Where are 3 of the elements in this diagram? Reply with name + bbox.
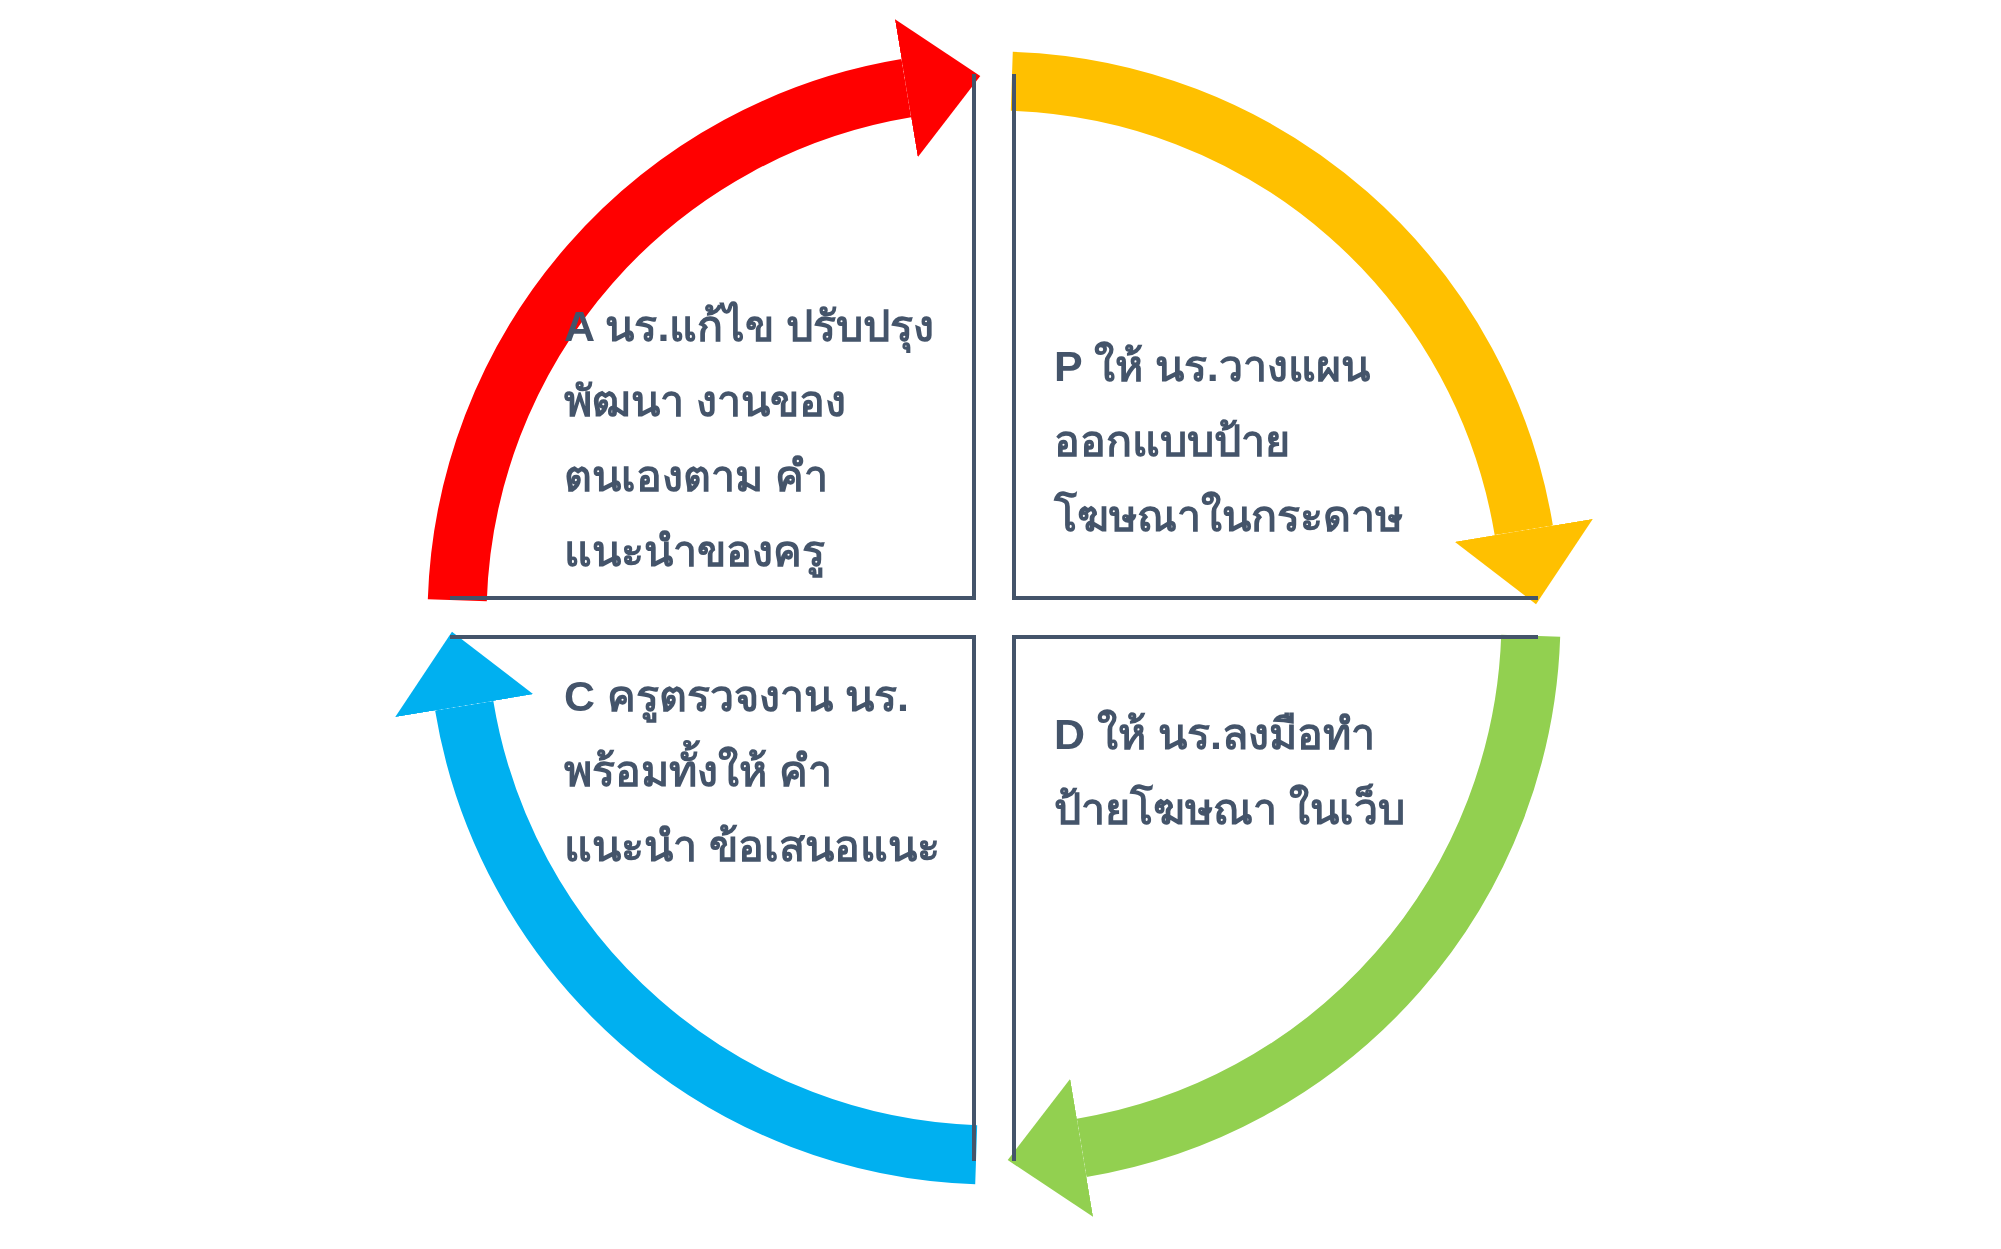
quadrant-text: P ให้ นร.วางแผน ออกแบบป้าย โฆษณาในกระดาษ [1054, 340, 1404, 542]
quadrant-text: C ครูตรวจงาน นร. พร้อมทั้งให้ คำแนะนำ ข้อเสนอแนะ [564, 671, 941, 872]
quadrant-text: D ให้ นร.ลงมือทำ ป้ายโฆษณา ในเว็บ [1054, 708, 1406, 835]
